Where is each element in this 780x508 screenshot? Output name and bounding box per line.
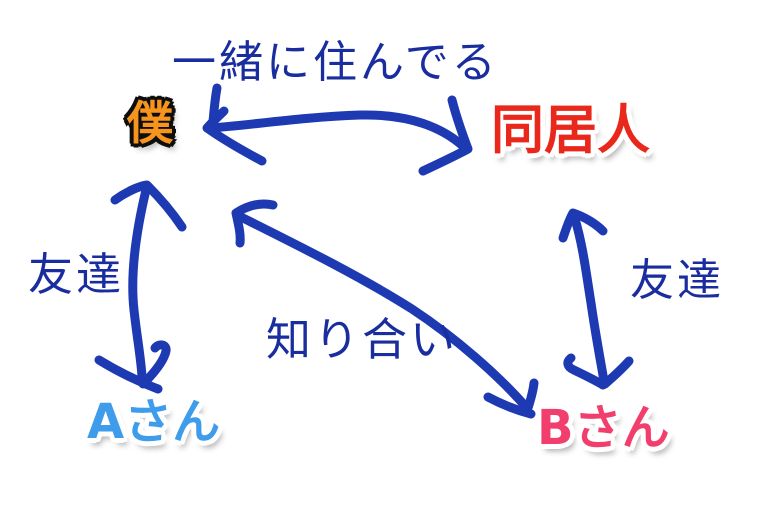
edge-label-acquaintance: 知り合い <box>266 313 459 366</box>
arrow-friends-left <box>94 180 187 394</box>
edge-label-friends-left: 友達 <box>28 248 125 301</box>
node-housemate: 同居人 <box>491 100 650 161</box>
arrow-acquaintance-top-head <box>231 199 278 248</box>
arrow-friends-right-shaft <box>570 214 609 386</box>
edge-label-friends-right: 友達 <box>630 255 724 306</box>
arrow-live-together-shaft <box>204 110 469 152</box>
arrow-friends-left-bottom-head <box>94 355 163 394</box>
arrow-friends-left-top-head <box>110 180 187 232</box>
node-person-b: Bさん <box>537 400 670 456</box>
edge-label-live-together: 一緒に住んでる <box>172 37 499 88</box>
node-me: 僕 <box>127 96 173 150</box>
arrow-acquaintance <box>231 199 539 419</box>
arrow-acquaintance-bottom-head <box>483 392 536 419</box>
arrow-friends-right-bottom-head <box>563 353 608 390</box>
arrow-friends-right <box>558 208 634 390</box>
arrow-live-together-left-head <box>202 106 267 166</box>
arrow-friends-right-top-head <box>558 208 608 243</box>
node-person-a: Aさん <box>87 394 221 450</box>
arrow-friends-left-bottom-barb <box>138 340 171 389</box>
arrow-live-together <box>202 83 473 176</box>
arrow-acquaintance-shaft <box>236 212 531 412</box>
arrow-friends-right-bottom-barb <box>600 356 634 389</box>
arrow-live-together-right-head <box>418 95 473 176</box>
arrow-acquaintance-bottom-barb <box>522 378 539 416</box>
arrow-friends-left-shaft <box>128 185 151 382</box>
